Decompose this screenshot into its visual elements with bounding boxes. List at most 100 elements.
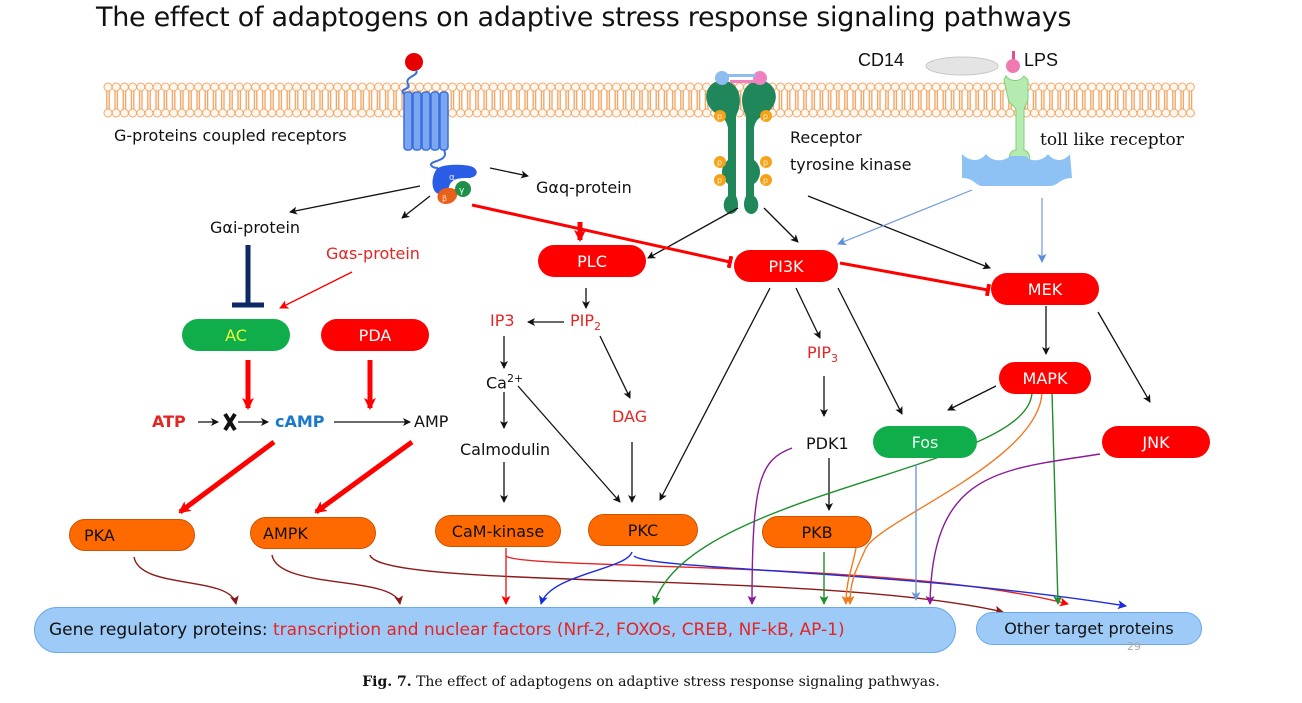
lipid-head — [849, 82, 859, 92]
lipid-head — [587, 82, 597, 92]
lipid-head — [201, 82, 211, 92]
lipid-head — [308, 82, 318, 92]
lipid-head — [800, 82, 810, 92]
lipid-head — [989, 108, 999, 118]
lipid-head — [1185, 108, 1195, 118]
camp-label: cAMP — [275, 412, 325, 431]
gaq-protein-label: Gαq-protein — [536, 178, 632, 197]
lipid-head — [644, 82, 654, 92]
phosphate-icon — [760, 174, 772, 186]
lipid-head — [956, 108, 966, 118]
calcium-superscript: 2+ — [506, 372, 524, 385]
lipid-head — [784, 108, 794, 118]
phosphate-letter: p — [717, 112, 722, 121]
lipid-head — [1046, 82, 1056, 92]
phosphate-letter: p — [763, 176, 768, 185]
lipid-head — [521, 82, 531, 92]
lipid-head — [562, 108, 572, 118]
lipid-head — [669, 82, 679, 92]
gene-regulatory-proteins-box: Gene regulatory proteins: transcription … — [34, 607, 956, 653]
lipid-head — [226, 82, 236, 92]
figure-label: Fig. 7. — [362, 674, 412, 690]
lipid-head — [546, 108, 556, 118]
lipid-head — [1079, 82, 1089, 92]
lipid-head — [997, 108, 1007, 118]
lipid-head — [816, 82, 826, 92]
lipid-head — [874, 108, 884, 118]
lipid-head — [472, 82, 482, 92]
pdk1-label: PDK1 — [806, 434, 849, 453]
g-alpha-symbol: α — [449, 173, 455, 183]
calcium-base: Ca — [486, 373, 507, 393]
lipid-head — [1103, 82, 1113, 92]
toll-like-receptor-icon — [962, 75, 1072, 186]
dag-label: DAG — [612, 407, 648, 426]
rtk-label-line2: tyrosine kinase — [790, 155, 912, 174]
lipid-head — [587, 108, 597, 118]
lipid-head — [144, 108, 154, 118]
lipid-head — [226, 108, 236, 118]
lipid-head — [505, 82, 515, 92]
lipid-head — [939, 82, 949, 92]
lipid-head — [415, 82, 425, 92]
target-arrow — [1051, 391, 1063, 605]
lipid-head — [275, 108, 285, 118]
activation-arrow — [659, 287, 771, 501]
lipid-head — [119, 108, 129, 118]
lipid-head — [677, 108, 687, 118]
lipid-head — [1054, 82, 1064, 92]
lipid-head — [1087, 108, 1097, 118]
lipid-head — [218, 82, 228, 92]
lipid-head — [923, 82, 933, 92]
lipid-head — [136, 82, 146, 92]
figure-caption-text: The effect of adaptogens on adaptive str… — [411, 674, 940, 690]
lipid-head — [866, 108, 876, 118]
lipid-head — [119, 82, 129, 92]
node-jnk: JNK — [1102, 426, 1210, 458]
lipid-head — [1095, 82, 1105, 92]
lipid-head — [1144, 82, 1154, 92]
node-pka: PKA — [69, 519, 195, 551]
lipid-head — [636, 108, 646, 118]
target-arrow — [841, 547, 857, 605]
lipid-head — [931, 82, 941, 92]
lipid-head — [267, 108, 277, 118]
phosphate-letter: p — [763, 112, 768, 121]
lipid-head — [185, 108, 195, 118]
lipid-head — [333, 108, 343, 118]
lipid-head — [111, 108, 121, 118]
activation-arrow — [807, 195, 991, 270]
lipid-head — [1136, 108, 1146, 118]
lipid-head — [898, 82, 908, 92]
activation-arrow — [763, 207, 799, 243]
amp-label: AMP — [414, 412, 449, 431]
lipid-head — [562, 82, 572, 92]
lipid-head — [652, 82, 662, 92]
lipid-head — [1136, 82, 1146, 92]
node-ac: AC — [182, 319, 290, 351]
target-arrow — [271, 554, 404, 605]
lipid-head — [1120, 108, 1130, 118]
lipid-head — [177, 108, 187, 118]
lipid-head — [1062, 108, 1072, 118]
lipid-head — [251, 108, 261, 118]
lipid-head — [456, 82, 466, 92]
lipid-head — [488, 82, 498, 92]
target-arrow — [845, 391, 1043, 605]
lipid-head — [989, 82, 999, 92]
lipid-head — [300, 82, 310, 92]
node-mapk: MAPK — [999, 362, 1091, 394]
calmodulin-label: Calmodulin — [460, 440, 551, 459]
lipid-head — [210, 82, 220, 92]
activation-arrow — [489, 167, 529, 179]
lipid-head — [948, 108, 958, 118]
lipid-head — [292, 108, 302, 118]
lipid-head — [480, 82, 490, 92]
lipid-head — [529, 108, 539, 118]
gas-activation-arrow — [279, 271, 353, 309]
lipid-head — [972, 82, 982, 92]
ip3-label: IP3 — [490, 311, 515, 330]
lipid-head — [513, 108, 523, 118]
lipid-head — [529, 82, 539, 92]
